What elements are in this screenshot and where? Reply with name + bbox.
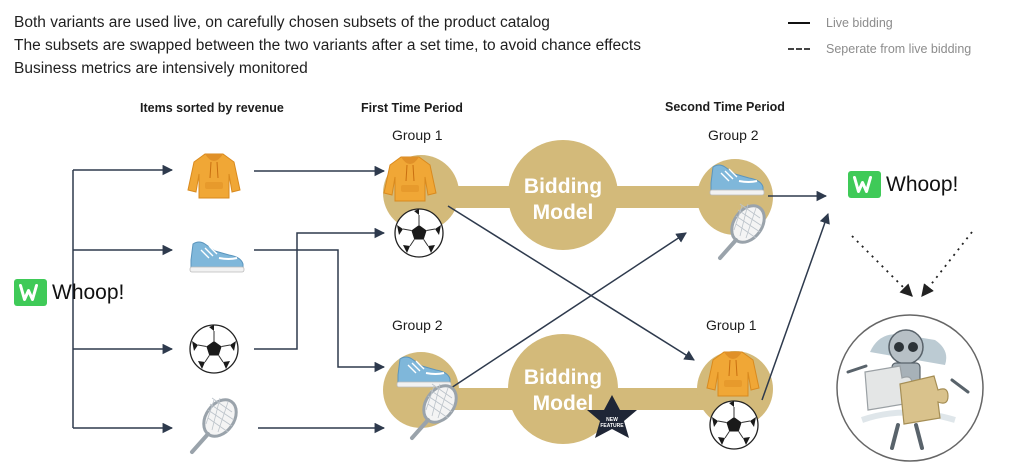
dashed-line-swatch [788, 48, 810, 50]
separate-dotted-arrows [851, 231, 973, 297]
soccer-ball-icon [189, 324, 239, 374]
brand-logo-left: Whoop! [14, 279, 124, 306]
robot-puzzle-illustration [836, 314, 984, 462]
hoodie-icon [706, 351, 760, 397]
legend-live: Live bidding [788, 10, 971, 36]
assignment-arrows [254, 165, 386, 434]
group-label-second-top: Group 2 [708, 127, 759, 143]
bidding-model-top: Bidding Model [508, 174, 618, 226]
brand-name: Whoop! [886, 172, 959, 196]
bullet-2: The subsets are swapped between the two … [14, 37, 641, 54]
bidding-model-top-line2: Model [532, 201, 594, 224]
new-feature-badge-label: NEW FEATURE [596, 417, 628, 429]
items-header: Items sorted by revenue [140, 101, 284, 115]
legend-live-label: Live bidding [826, 16, 893, 30]
soccer-ball-icon [394, 208, 444, 258]
bidding-model-circle-bottom [508, 334, 618, 444]
bidding-model-bottom: Bidding Model [508, 365, 618, 417]
first-period-header: First Time Period [361, 101, 463, 115]
badge-line2: FEATURE [600, 423, 624, 429]
tennis-racket-icon [190, 391, 245, 454]
sneaker-icon [189, 241, 245, 273]
hoodie-icon [383, 156, 437, 202]
bidding-model-top-line1: Bidding [523, 175, 603, 198]
hoodie-icon [187, 153, 241, 199]
soccer-ball-icon [709, 400, 759, 450]
legend: Live bidding Seperate from live bidding [788, 10, 971, 62]
brand-name: Whoop! [52, 280, 125, 304]
brand-logo-right: Whoop! [848, 171, 958, 198]
brand-mark-icon [14, 279, 47, 306]
legend-separate-label: Seperate from live bidding [826, 42, 972, 56]
group-label-second-bottom: Group 1 [706, 317, 757, 333]
bidding-model-circle-top [508, 140, 618, 250]
legend-separate: Seperate from live bidding [788, 36, 971, 62]
group-label-first-bottom: Group 2 [392, 317, 443, 333]
bidding-model-bottom-line1: Bidding [523, 366, 603, 389]
badge-line1: NEW [606, 417, 618, 423]
bullet-1: Both variants are used live, on carefull… [14, 14, 550, 31]
description-bullets: Both variants are used live, on carefull… [14, 11, 641, 80]
new-feature-badge [587, 395, 637, 438]
group-label-first-top: Group 1 [392, 127, 443, 143]
bullet-3: Business metrics are intensively monitor… [14, 60, 308, 77]
second-period-header: Second Time Period [665, 100, 785, 114]
solid-line-swatch [788, 22, 810, 24]
swap-arrows [447, 190, 830, 401]
catalog-tree-lines [72, 164, 174, 434]
bidding-model-bottom-line2: Model [532, 392, 594, 415]
brand-mark-icon [848, 171, 881, 198]
